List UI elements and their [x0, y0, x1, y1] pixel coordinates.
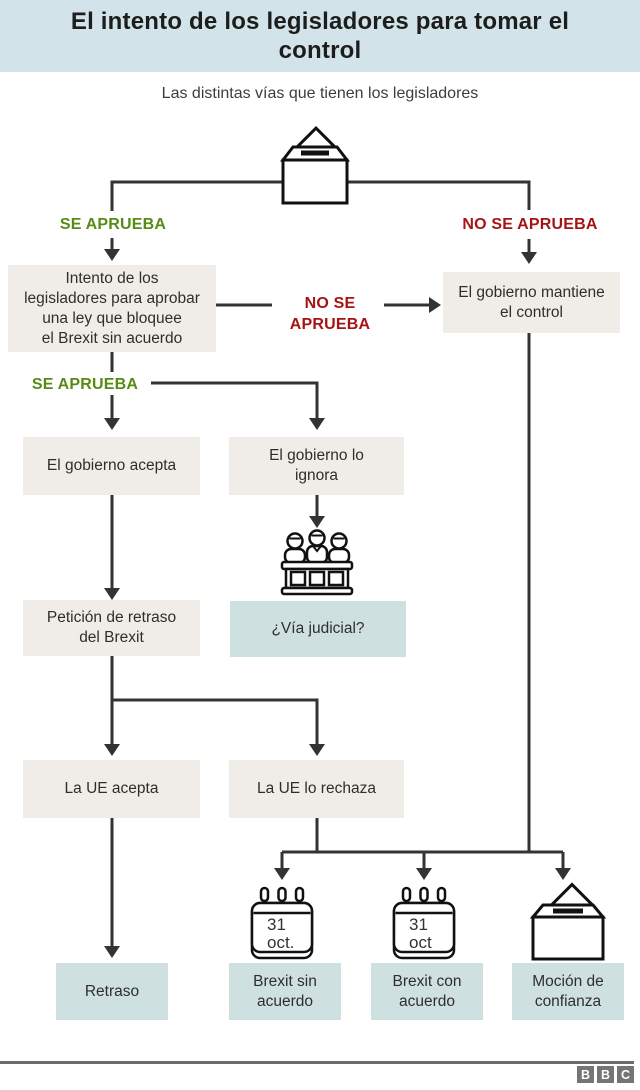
approval-label-top: SE APRUEBA [59, 216, 167, 233]
rejection-label-top: NO SE APRUEBA [462, 216, 598, 233]
page-title: El intento de los legisladores para toma… [70, 8, 570, 64]
node-gobierno-mantiene-control: El gobierno mantiene el control [443, 272, 620, 333]
bbc-logo-letter: C [617, 1066, 634, 1083]
judicial-bench-icon [280, 529, 354, 596]
page-subtitle: Las distintas vías que tienen los legisl… [161, 85, 479, 102]
node-retraso: Retraso [56, 963, 168, 1020]
rejection-label-mid: NO SE APRUEBA [289, 295, 371, 333]
bbc-logo-letter: B [577, 1066, 594, 1083]
node-gobierno-ignora: El gobierno lo ignora [229, 437, 404, 495]
arrowheads [104, 249, 571, 958]
node-mocion-confianza: Moción de confianza [512, 963, 624, 1020]
approval-label-mid: SE APRUEBA [31, 376, 139, 393]
node-ue-acepta: La UE acepta [23, 760, 200, 818]
calendar-month: oct [409, 933, 432, 952]
node-ue-rechaza: La UE lo rechaza [229, 760, 404, 818]
bbc-logo: B B C [577, 1066, 634, 1083]
calendar-icon-no-deal: 31 oct. [250, 886, 314, 960]
node-via-judicial: ¿Vía judicial? [230, 601, 406, 657]
bbc-logo-letter: B [597, 1066, 614, 1083]
calendar-month: oct. [267, 933, 294, 952]
calendar-day: 31 [409, 915, 428, 934]
node-brexit-con-acuerdo: Brexit con acuerdo [371, 963, 483, 1020]
node-peticion-retraso: Petición de retraso del Brexit [23, 600, 200, 656]
node-brexit-sin-acuerdo: Brexit sin acuerdo [229, 963, 341, 1020]
footer-divider [0, 1061, 634, 1064]
calendar-day: 31 [267, 915, 286, 934]
node-gobierno-acepta: El gobierno acepta [23, 437, 200, 495]
ballot-box-icon-top [279, 125, 351, 205]
node-intento-ley: Intento de los legisladores para aprobar… [8, 265, 216, 352]
title-bar: El intento de los legisladores para toma… [0, 0, 640, 72]
calendar-icon-deal: 31 oct [392, 886, 456, 960]
connector-lines [110, 180, 565, 947]
ballot-box-icon-bottom [529, 882, 607, 961]
